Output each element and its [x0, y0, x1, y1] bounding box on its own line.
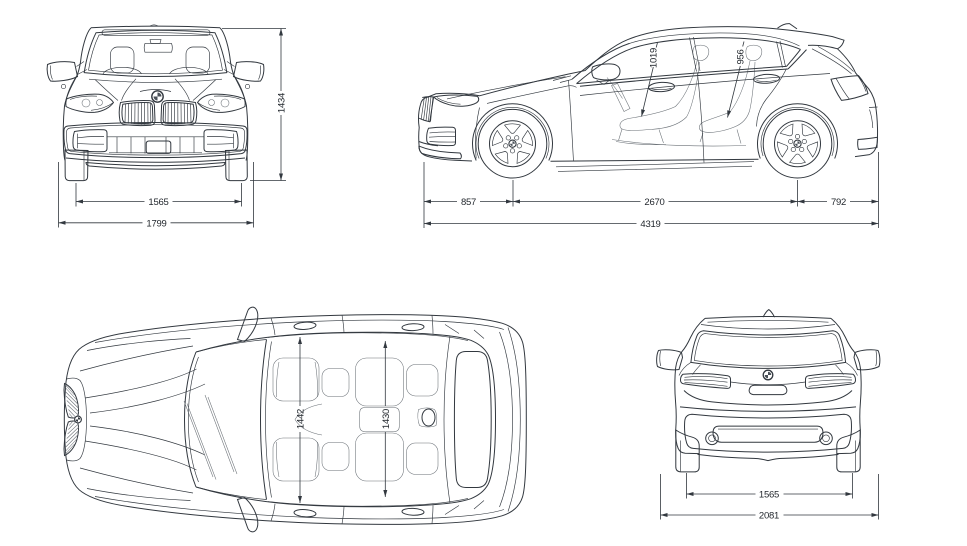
- svg-text:1019: 1019: [649, 48, 660, 68]
- svg-text:4319: 4319: [640, 219, 660, 230]
- svg-text:1442: 1442: [296, 409, 307, 429]
- svg-text:792: 792: [831, 197, 846, 208]
- svg-text:2081: 2081: [759, 511, 779, 522]
- svg-text:956: 956: [736, 49, 747, 64]
- svg-text:1430: 1430: [381, 409, 392, 429]
- svg-text:857: 857: [461, 197, 476, 208]
- svg-text:1434: 1434: [277, 93, 288, 113]
- svg-text:1565: 1565: [148, 197, 168, 208]
- svg-text:1799: 1799: [146, 218, 166, 229]
- svg-text:2670: 2670: [644, 197, 664, 208]
- svg-text:1565: 1565: [759, 490, 779, 501]
